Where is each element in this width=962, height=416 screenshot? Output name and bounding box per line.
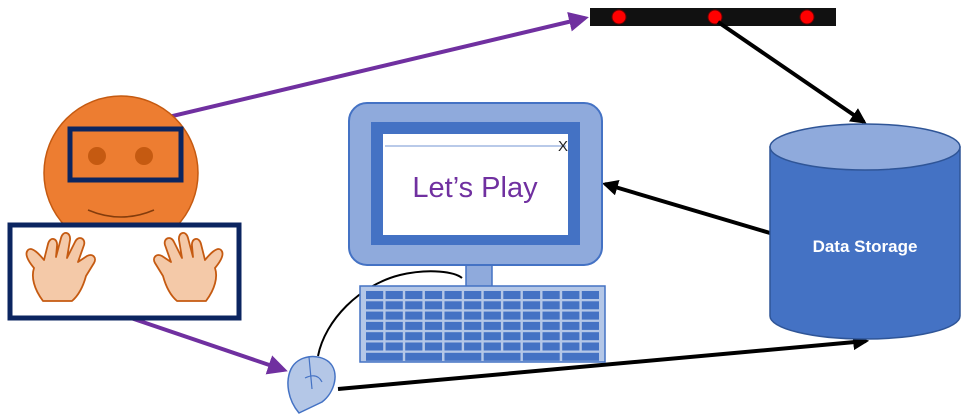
storage-label: Data Storage: [813, 237, 918, 256]
storage-top: [770, 124, 960, 170]
keyboard-key: [503, 332, 520, 340]
keyboard-key: [405, 312, 422, 320]
keyboard-key: [445, 291, 462, 299]
keyboard-key: [503, 312, 520, 320]
keyboard-key: [523, 353, 560, 361]
keyboard-key: [366, 312, 383, 320]
keyboard-key: [523, 301, 540, 309]
keyboard-key: [484, 353, 521, 361]
window-close-glyph[interactable]: X: [558, 138, 568, 155]
keyboard-key: [543, 312, 560, 320]
keyboard-key: [562, 343, 579, 351]
keyboard-key: [582, 343, 599, 351]
keyboard-key: [405, 301, 422, 309]
keyboard-key: [562, 312, 579, 320]
screen-title: Let’s Play: [412, 172, 538, 204]
keyboard-key: [445, 312, 462, 320]
keyboard-key: [405, 322, 422, 330]
keyboard-key: [562, 322, 579, 330]
keyboard-key: [543, 291, 560, 299]
right-eye: [135, 147, 153, 165]
keyboard-key: [425, 322, 442, 330]
keyboard-key: [484, 343, 501, 351]
keyboard-key: [386, 291, 403, 299]
keyboard-key: [464, 301, 481, 309]
keyboard-key: [464, 343, 481, 351]
keyboard-key: [386, 322, 403, 330]
keyboard-key: [582, 312, 599, 320]
keyboard-key: [503, 291, 520, 299]
keyboard-key: [425, 301, 442, 309]
arrow-hands-to-mouse: [128, 317, 284, 370]
keyboard-key: [543, 322, 560, 330]
keyboard-key: [445, 332, 462, 340]
keyboard-key: [523, 291, 540, 299]
keyboard-key: [366, 343, 383, 351]
mouse-icon: [288, 357, 335, 413]
keyboard-key: [503, 343, 520, 351]
keyboard-key: [425, 343, 442, 351]
keyboard-key: [464, 322, 481, 330]
keyboard-key: [386, 332, 403, 340]
keyboard-key: [484, 291, 501, 299]
sensor-light: [800, 10, 814, 24]
desktop-computer-icon: X Let’s Play: [318, 103, 605, 362]
face-with-eyes-and-hands-icon: [10, 96, 239, 318]
keyboard-key: [582, 301, 599, 309]
keyboard-key: [386, 343, 403, 351]
keyboard-key: [366, 322, 383, 330]
keyboard-key: [366, 332, 383, 340]
keyboard-key: [386, 312, 403, 320]
keyboard-key: [543, 301, 560, 309]
keyboard-key: [543, 332, 560, 340]
keyboard-key: [445, 322, 462, 330]
keyboard-key: [366, 301, 383, 309]
keyboard-key: [503, 322, 520, 330]
keyboard-key: [464, 291, 481, 299]
keyboard-key: [445, 353, 482, 361]
keyboard-key: [562, 291, 579, 299]
keyboard-key: [582, 322, 599, 330]
keyboard-key: [366, 291, 383, 299]
keyboard-key: [562, 353, 599, 361]
keyboard-key: [523, 312, 540, 320]
keyboard-key: [405, 332, 422, 340]
keyboard-key: [523, 322, 540, 330]
keyboard-key: [582, 291, 599, 299]
keyboard-key: [464, 312, 481, 320]
keyboard-key: [582, 332, 599, 340]
keyboard-key: [405, 343, 422, 351]
keyboard-key: [445, 301, 462, 309]
keyboard-key: [543, 343, 560, 351]
keyboard-key: [503, 301, 520, 309]
keyboard-key: [425, 332, 442, 340]
keyboard-key: [445, 343, 462, 351]
keyboard-key: [523, 343, 540, 351]
keyboard-key: [484, 332, 501, 340]
left-eye: [88, 147, 106, 165]
keyboard-key: [425, 291, 442, 299]
keyboard-key: [405, 291, 422, 299]
keyboard-key: [386, 301, 403, 309]
eye-tracker-bar-icon: [590, 8, 836, 26]
keyboard-key: [484, 322, 501, 330]
database-cylinder-icon: Data Storage: [770, 124, 960, 339]
sensor-light: [612, 10, 626, 24]
keyboard-key: [562, 301, 579, 309]
keyboard-key: [523, 332, 540, 340]
keyboard-key: [366, 353, 403, 361]
arrow-storage-to-computer: [605, 184, 770, 233]
keyboard-key: [562, 332, 579, 340]
arrow-tracker-to-storage: [718, 22, 864, 122]
keyboard-key: [484, 301, 501, 309]
keyboard-key: [405, 353, 442, 361]
keyboard-key: [425, 312, 442, 320]
keyboard-key: [464, 332, 481, 340]
keyboard-key: [484, 312, 501, 320]
